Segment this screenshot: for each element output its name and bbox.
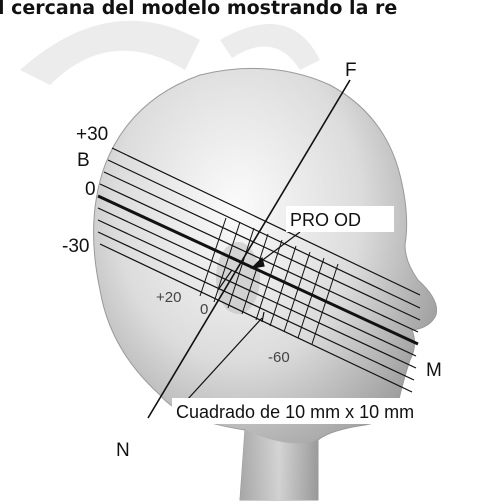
- label-n: N: [116, 440, 130, 461]
- label-square-caption: Cuadrado de 10 mm x 10 mm: [176, 402, 414, 422]
- label-zero: 0: [85, 179, 96, 200]
- head-silhouette: [94, 68, 437, 500]
- label-minus60: -60: [268, 349, 290, 366]
- label-plus30: +30: [76, 124, 108, 145]
- label-m: M: [426, 360, 442, 381]
- top-caption: l cercana del modelo mostrando la re: [0, 0, 397, 19]
- label-pro-od: PRO OD: [290, 210, 361, 230]
- label-minus30: -30: [62, 236, 89, 257]
- label-f: F: [345, 60, 357, 81]
- label-b: B: [77, 150, 90, 171]
- label-plus20: +20: [156, 289, 181, 306]
- label-zero-small: 0: [200, 301, 208, 318]
